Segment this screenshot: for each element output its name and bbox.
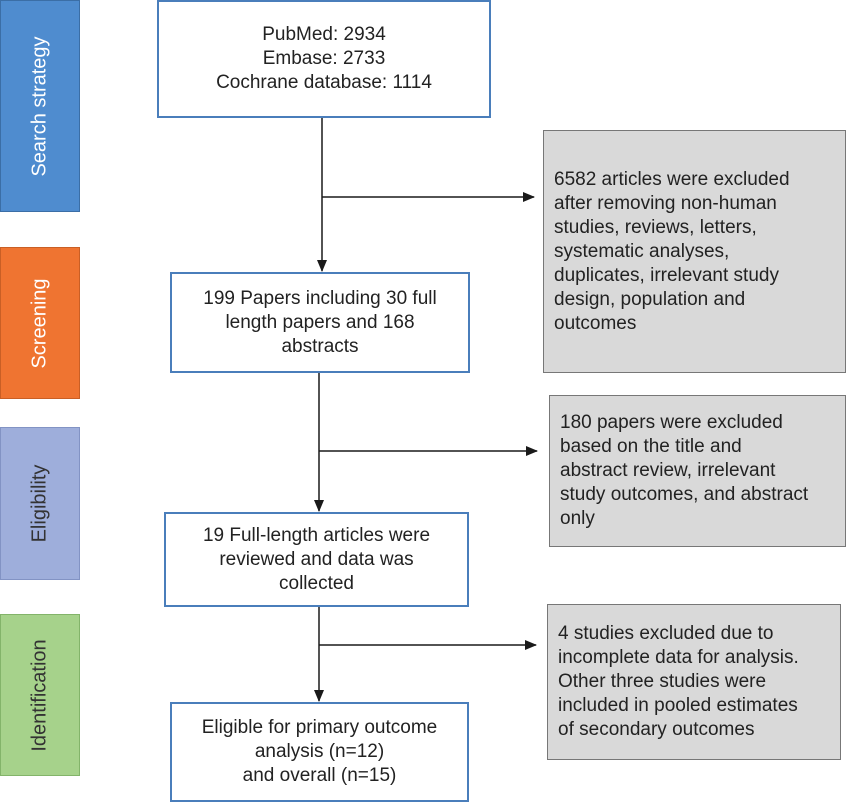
stage-search-strategy: Search strategy (0, 0, 80, 212)
box-line: collected (279, 572, 354, 594)
box-line: Eligible for primary outcome (201, 717, 438, 738)
note-line: outcomes (554, 312, 637, 334)
eligibility-articles-box: 19 Full-length articles were reviewed an… (164, 512, 469, 607)
box-line: reviewed and data was (219, 548, 414, 570)
box-line: 199 Papers including 30 full (203, 287, 437, 309)
note-line: Other three studies were (558, 671, 767, 692)
screening-papers-box: 199 Papers including 30 full length pape… (170, 272, 470, 373)
stage-eligibility: Eligibility (0, 427, 80, 580)
note-line: after removing non-human (554, 192, 777, 214)
note-line: design, population and (554, 288, 746, 310)
note-line: included in pooled estimates (558, 695, 798, 716)
exclusion-note-search: 6582 articles were excluded after removi… (543, 130, 846, 373)
note-line: incomplete data for analysis. (558, 647, 799, 668)
note-line: only (560, 508, 595, 529)
box-line: Cochrane database: 1114 (216, 72, 432, 93)
note-line: systematic analyses, (554, 240, 730, 262)
box-line: 19 Full-length articles were (202, 524, 431, 546)
box-line: Embase: 2733 (262, 48, 386, 69)
box-line: PubMed: 2934 (262, 24, 386, 45)
note-line: abstract review, irrelevant (560, 460, 776, 481)
box-line: and overall (n=15) (242, 765, 397, 786)
note-line: duplicates, irrelevant study (554, 264, 779, 286)
note-line: 180 papers were excluded (560, 412, 783, 433)
note-line: study outcomes, and abstract (560, 484, 809, 505)
box-line: analysis (n=12) (254, 741, 385, 762)
note-line: 4 studies excluded due to (558, 623, 774, 644)
note-line: 6582 articles were excluded (554, 168, 790, 190)
stage-identification: Identification (0, 614, 80, 776)
stage-screening: Screening (0, 247, 80, 399)
exclusion-note-screening: 180 papers were excluded based on the ti… (549, 395, 846, 547)
identification-eligible-box: Eligible for primary outcome analysis (n… (170, 702, 469, 802)
search-sources-box: PubMed: 2934 Embase: 2733 Cochrane datab… (157, 0, 491, 118)
note-line: based on the title and (560, 436, 742, 457)
exclusion-note-eligibility: 4 studies excluded due to incomplete dat… (547, 604, 841, 760)
box-line: abstracts (281, 335, 359, 357)
note-line: studies, reviews, letters, (554, 216, 757, 238)
box-line: length papers and 168 (225, 311, 415, 333)
note-line: of secondary outcomes (558, 719, 755, 740)
